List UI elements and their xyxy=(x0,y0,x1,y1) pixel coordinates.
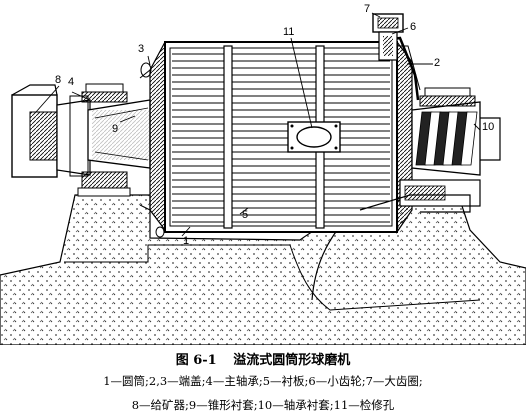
part-label-7: 7 xyxy=(364,3,371,15)
part-label-4: 4 xyxy=(68,76,75,88)
bearing-liner-right xyxy=(359,87,501,213)
conical-liner xyxy=(87,99,151,169)
part-label-1: 1 xyxy=(183,235,190,247)
part-label-5: 5 xyxy=(242,209,249,221)
ball-mill-drawing xyxy=(0,12,526,345)
part-label-11: 11 xyxy=(283,26,295,38)
pinion-gear xyxy=(372,13,404,61)
figure-caption: 图 6-1 溢流式圆筒形球磨机 xyxy=(0,349,526,368)
part-label-3: 3 xyxy=(138,43,145,55)
liner-plates xyxy=(172,53,390,223)
part-label-6: 6 xyxy=(410,21,417,33)
main-bearing-left xyxy=(77,83,131,197)
legend-line-2: 8—给矿器;9—锥形衬套;10—轴承衬套;11—检修孔 xyxy=(131,398,395,412)
cylinder-shell xyxy=(164,41,398,233)
part-label-8: 8 xyxy=(55,74,62,86)
part-label-10: 10 xyxy=(482,121,495,133)
part-label-2: 2 xyxy=(434,57,441,69)
caption-title: 溢流式圆筒形球磨机 xyxy=(233,353,351,368)
end-cover-left xyxy=(139,41,166,238)
part-label-9: 9 xyxy=(112,123,119,135)
feeder-assembly xyxy=(11,84,91,178)
leader-lines xyxy=(35,12,481,237)
caption-number: 图 6-1 xyxy=(175,353,217,368)
legend-line-1: 1—圆筒;2,3—端盖;4—主轴承;5—衬板;6—小齿轮;7—大齿圈; xyxy=(103,374,423,388)
inspection-hole xyxy=(287,121,341,153)
